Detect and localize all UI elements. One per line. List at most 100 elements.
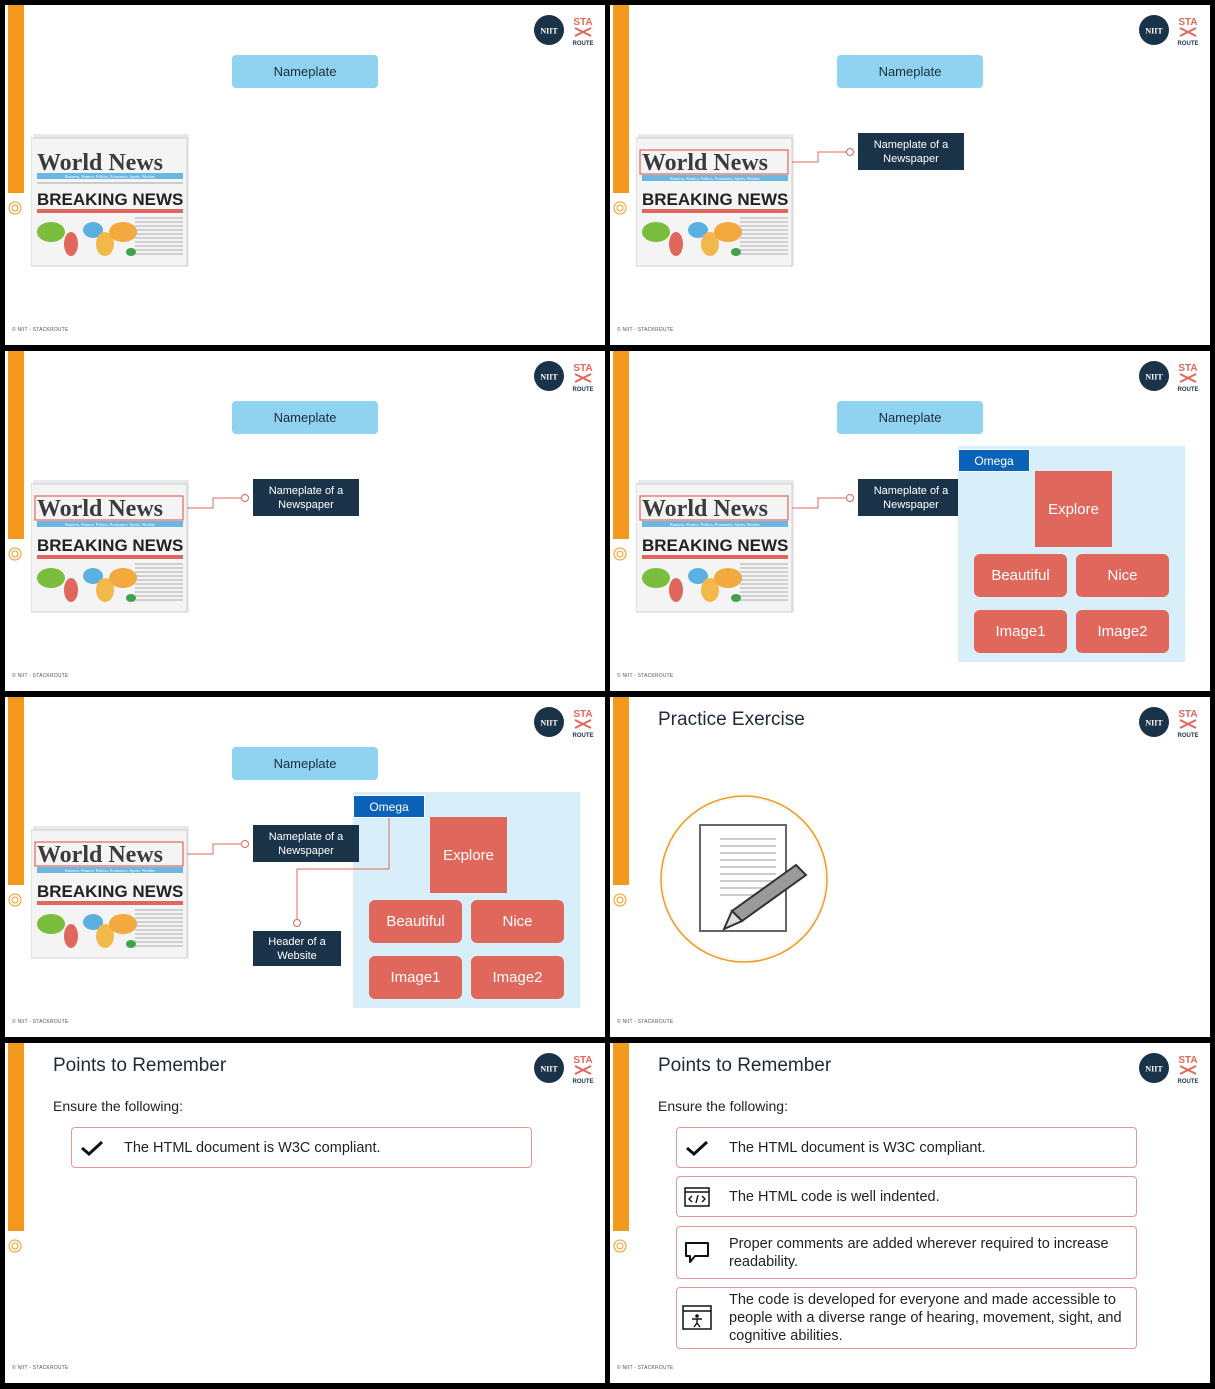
remember-item-text: The code is developed for everyone and m… [729,1292,1122,1344]
nameplate-label: Nameplate [837,55,983,88]
brand-logos: NIIT STA ROUTE [1138,706,1202,742]
newspaper-tagline: Business, Finance, Politics, Economics, … [670,176,761,182]
nameplate-newspaper-box: Nameplate of a Newspaper [858,479,964,516]
route-logo-text: ROUTE [573,1079,594,1085]
remember-item-text: Proper comments are added wherever requi… [729,1235,1109,1270]
nameplate-label: Nameplate [232,401,378,434]
sta-logo-text: STA [1178,709,1197,720]
omega-label: Omega [353,795,425,818]
sta-logo-text: STA [573,1055,592,1066]
nameplate-newspaper-box: Nameplate of a Newspaper [858,133,964,170]
target-icon [8,893,22,907]
newspaper-breaking: BREAKING NEWS [37,190,183,209]
nice-block: Nice [471,900,564,943]
accent-bar [613,697,629,885]
header-website-box: Header of a Website [253,931,341,966]
copyright: © NIIT - STACKROUTE [12,673,69,679]
connector-lines [792,148,854,163]
niit-logo-text: NIIT [1145,373,1163,382]
target-icon [613,201,627,215]
newspaper-breaking: BREAKING NEWS [642,190,788,209]
newspaper-breaking: BREAKING NEWS [642,536,788,555]
route-logo-text: ROUTE [1178,733,1199,739]
slide-subtitle: Ensure the following: [658,1098,788,1114]
check-icon [72,1140,112,1156]
brand-logos: NIIT STA ROUTE [533,1052,597,1088]
niit-logo-text: NIIT [1145,27,1163,36]
route-logo-text: ROUTE [573,387,594,393]
sta-logo-text: STA [573,363,592,374]
route-logo-text: ROUTE [1178,1079,1199,1085]
route-logo-text: ROUTE [573,733,594,739]
remember-item: The HTML document is W3C compliant. [676,1127,1137,1168]
slide-title: Points to Remember [658,1055,832,1076]
image2-block: Image2 [471,956,564,999]
brand-logos: NIIT STA ROUTE [1138,1052,1202,1088]
comment-bubble-icon [677,1241,717,1265]
check-icon [677,1140,717,1156]
slide-6: NIIT STA ROUTE Practice Exercise © NIIT - … [610,697,1210,1037]
remember-item: The HTML code is well indented. [676,1176,1137,1217]
niit-logo-text: NIIT [1145,1065,1163,1074]
accent-bar [8,5,24,193]
accent-bar [8,1043,24,1231]
image2-block: Image2 [1076,610,1169,653]
copyright: © NIIT - STACKROUTE [617,1019,674,1025]
copyright: © NIIT - STACKROUTE [12,1365,69,1371]
newspaper-tagline: Business, Finance, Politics, Economics, … [670,522,761,528]
copyright: © NIIT - STACKROUTE [12,1019,69,1025]
nice-block: Nice [1076,554,1169,597]
remember-item-text: The HTML document is W3C compliant. [124,1139,381,1156]
newspaper-image: World News Business, Finance, Politics, … [635,132,796,268]
slide-subtitle: Ensure the following: [53,1098,183,1114]
accessibility-window-icon [677,1305,717,1331]
slide-title: Practice Exercise [658,709,805,730]
newspaper-tagline: Business, Finance, Politics, Economics, … [65,868,156,874]
accent-bar [613,1043,629,1231]
explore-block: Explore [430,817,507,893]
niit-logo-text: NIIT [1145,719,1163,728]
connector-lines [187,817,390,927]
slide-8: NIIT STA ROUTE Points to Remember Ensure t… [610,1043,1210,1383]
route-logo-text: ROUTE [573,41,594,47]
sta-logo-text: STA [1178,1055,1197,1066]
newspaper-masthead: World News [642,150,768,176]
beautiful-block: Beautiful [369,900,462,943]
connector-lines [187,494,249,509]
newspaper-masthead: World News [37,150,163,176]
remember-item-text: The HTML code is well indented. [729,1188,940,1205]
newspaper-masthead: World News [37,842,163,868]
brand-logos: NIIT STA ROUTE [533,706,597,742]
newspaper-masthead: World News [37,496,163,522]
target-icon [613,547,627,561]
newspaper-tagline: Business, Finance, Politics, Economics, … [65,522,156,528]
sta-logo-text: STA [573,709,592,720]
omega-label: Omega [958,449,1030,472]
slide-title: Points to Remember [53,1055,227,1076]
sta-logo-text: STA [1178,363,1197,374]
target-icon [613,893,627,907]
sta-logo-text: STA [573,17,592,28]
target-icon [613,1239,627,1253]
niit-logo-text: NIIT [540,1065,558,1074]
accent-bar [8,351,24,539]
niit-logo-text: NIIT [540,719,558,728]
newspaper-breaking: BREAKING NEWS [37,882,183,901]
newspaper-image: World News Business, Finance, Politics, … [30,824,191,960]
nameplate-newspaper-box: Nameplate of a Newspaper [253,825,359,862]
newspaper-tagline: Business, Finance, Politics, Economics, … [65,174,156,180]
remember-item: The HTML document is W3C compliant. [71,1127,532,1168]
nameplate-newspaper-box: Nameplate of a Newspaper [253,479,359,516]
accent-bar [613,351,629,539]
copyright: © NIIT - STACKROUTE [12,327,69,333]
newspaper-image: World News Business, Finance, Politics, … [635,478,796,614]
niit-logo-text: NIIT [540,27,558,36]
slide-7: NIIT STA ROUTE Points to Remember Ensure t… [5,1043,605,1383]
target-icon [8,201,22,215]
